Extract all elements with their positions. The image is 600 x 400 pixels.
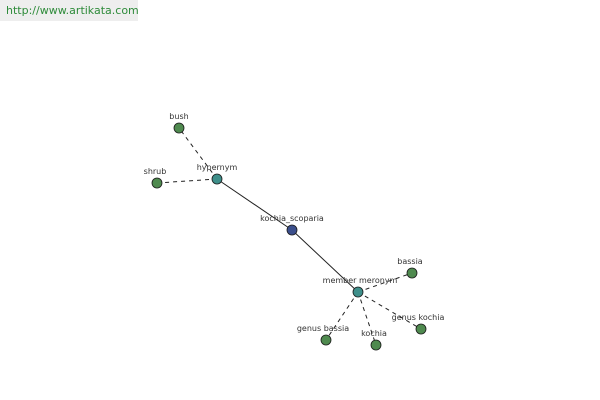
- site-url-banner: http://www.artikata.com: [0, 0, 138, 21]
- node-label: shrub: [144, 167, 167, 176]
- node-label: bush: [169, 112, 188, 121]
- node-label: bassia: [397, 257, 423, 266]
- edge-member_meronym-kochia: [357, 291, 377, 346]
- node-label: member meronym: [323, 276, 398, 285]
- node-marker[interactable]: [320, 334, 332, 346]
- node-genus-kochia[interactable]: genus kochia: [392, 313, 445, 335]
- node-label: genus kochia: [392, 313, 445, 322]
- node-marker[interactable]: [151, 177, 163, 189]
- node-shrub[interactable]: shrub: [144, 167, 167, 189]
- node-hypernym[interactable]: hypernym: [197, 163, 238, 185]
- edge-layer: [156, 127, 422, 346]
- node-kochia[interactable]: kochia: [361, 329, 387, 351]
- node-marker[interactable]: [173, 122, 185, 134]
- edge-kochia_scoparia-member_meronym: [291, 229, 359, 293]
- edge-kochia_scoparia-hypernym: [216, 178, 293, 231]
- node-marker[interactable]: [286, 224, 298, 236]
- node-marker[interactable]: [370, 339, 382, 351]
- edge-hypernym-bush: [178, 127, 218, 180]
- node-layer: kochia_scoparia hypernym member meronym bus…: [144, 112, 445, 351]
- node-label: kochia_scoparia: [260, 214, 324, 223]
- edge-member_meronym-bassia: [357, 272, 413, 293]
- edge-member_meronym-genus_kochia: [357, 291, 422, 330]
- node-kochia-scoparia[interactable]: kochia_scoparia: [260, 214, 324, 236]
- node-label: kochia: [361, 329, 387, 338]
- node-bush[interactable]: bush: [169, 112, 189, 134]
- node-member-meronym[interactable]: member meronym: [323, 276, 398, 298]
- edge-hypernym-shrub: [156, 178, 218, 184]
- edge-member_meronym-genus_bassia: [325, 291, 359, 341]
- node-label: hypernym: [197, 163, 238, 172]
- node-marker[interactable]: [415, 323, 427, 335]
- node-label: genus bassia: [297, 324, 349, 333]
- site-url-link[interactable]: http://www.artikata.com: [6, 4, 138, 17]
- node-marker[interactable]: [406, 267, 418, 279]
- node-marker[interactable]: [211, 173, 223, 185]
- node-genus-bassia[interactable]: genus bassia: [297, 324, 349, 346]
- node-bassia[interactable]: bassia: [397, 257, 423, 279]
- node-marker[interactable]: [352, 286, 364, 298]
